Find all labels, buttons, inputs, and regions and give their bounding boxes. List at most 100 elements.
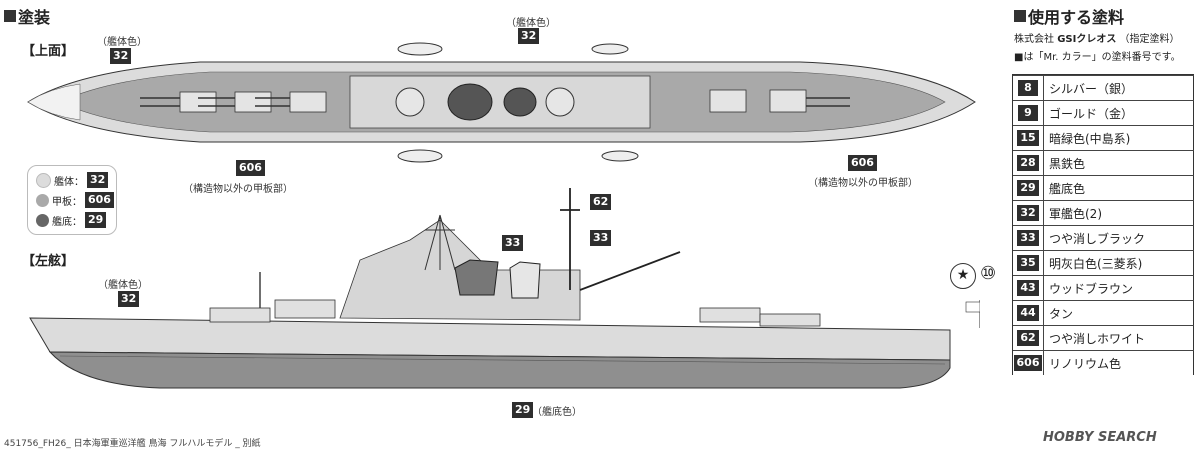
paint-name: 黒鉄色 [1049,156,1086,171]
top-deck-left-code: 606 [236,160,265,176]
paint-number: 44 [1017,305,1039,321]
side-bottom-callout-code: 29 [512,402,534,418]
paint-subnote: ■は「Mr. カラー」の塗料番号です。 [1014,52,1181,63]
paint-number-cell: 44 [1013,305,1043,321]
paint-number: 33 [1017,230,1039,246]
paint-row: 606 リノリウム色 [1013,350,1194,375]
paint-row-divider [1043,151,1044,175]
paint-number: 62 [1017,330,1039,346]
paint-name: つや消しホワイト [1049,331,1146,346]
maker-brand: GSIクレオス [1057,34,1117,45]
legend-row-bottom: 艦底： 29 [36,212,107,228]
hull-swatch-icon [36,172,51,188]
paint-number-cell: 43 [1013,280,1043,296]
paint-panel-title: 使用する塗料 [1014,4,1124,28]
paint-row-divider [1043,226,1044,250]
bottom-swatch-icon [36,213,49,227]
paint-row-divider [1043,201,1044,225]
top-deck-right-code: 606 [848,155,877,171]
top-center-callout-code: 32 [518,28,540,44]
paint-number-cell: 9 [1013,105,1043,121]
paint-number-cell: 8 [1013,80,1043,96]
legend-hull-code: 32 [87,172,109,188]
paint-number-cell: 29 [1013,180,1043,196]
legend-bottom-label: 艦底： [52,216,82,228]
side-view-label: 【左舷】 [22,254,75,269]
side-mast-callout-code-1: 62 [590,194,612,210]
paint-number: 35 [1017,255,1039,271]
paint-number-cell: 33 [1013,230,1043,246]
watermark-text: HOBBY SEARCH [1043,430,1157,445]
paint-name: 暗緑色(中島系) [1049,131,1131,146]
side-hull-callout-code: 32 [118,291,140,307]
paint-row-divider [1043,101,1044,125]
paint-number-cell: 62 [1013,330,1043,346]
legend-bottom-code: 29 [85,212,107,228]
watermark-logo: HOBBY SEARCH [1043,430,1157,445]
star-emblem-icon: ★ [950,263,976,289]
paint-number-cell: 35 [1013,255,1043,271]
footer-text: 451756_FH26_ 日本海軍重巡洋艦 鳥海 フルハルモデル _ 別紙 [4,439,261,449]
paint-number: 9 [1018,105,1038,121]
paint-name: シルバー（銀） [1049,81,1134,96]
paint-name: 軍艦色(2) [1049,206,1102,221]
section-title-text: 塗装 [18,8,51,27]
paint-number: 15 [1017,130,1039,146]
paint-row-divider [1043,326,1044,350]
legend-row-deck: 甲板： 606 [36,192,114,208]
top-deck-left-note: （構造物以外の甲板部） [183,184,293,195]
ship-side-view [29,188,980,389]
paint-number: 32 [1017,205,1039,221]
paint-name: ゴールド（金） [1049,106,1134,121]
paint-row-divider [1043,76,1044,100]
paint-row-divider [1043,176,1044,200]
side-mast-callout-code-2: 33 [590,230,612,246]
paint-row: 15 暗緑色(中島系) [1013,125,1194,150]
paint-row: 32 軍艦色(2) [1013,200,1194,225]
legend-row-hull: 艦体： 32 [36,172,109,188]
paint-row-divider [1043,301,1044,325]
panel-title-square-icon [1014,10,1026,22]
paint-number-cell: 15 [1013,130,1043,146]
title-square-icon [4,10,16,22]
paint-row: 8 シルバー（銀） [1013,75,1194,100]
paint-number: 43 [1017,280,1039,296]
maker-prefix: 株式会社 [1014,34,1054,45]
top-center-callout-note: （艦体色） [506,18,556,29]
circled-number-label: ⑩ [980,263,997,284]
paint-name: ウッドブラウン [1049,281,1134,296]
side-funnel-callout-code: 33 [502,235,524,251]
deck-swatch-icon [36,193,49,207]
paint-number: 29 [1017,180,1039,196]
paint-row: 28 黒鉄色 [1013,150,1194,175]
top-view-label: 【上面】 [22,44,75,59]
maker-line: 株式会社 GSIクレオス （指定塗料） [1014,30,1180,45]
top-deck-right-note: （構造物以外の甲板部） [808,178,918,189]
paint-name: つや消しブラック [1049,231,1146,246]
side-hull-callout-note: （艦体色） [98,280,148,291]
paint-row-divider [1043,351,1044,375]
legend-deck-code: 606 [85,192,114,208]
paint-row-divider [1043,276,1044,300]
legend-deck-label: 甲板： [52,196,82,208]
paint-row: 9 ゴールド（金） [1013,100,1194,125]
legend-hull-label: 艦体： [54,176,84,188]
top-left-callout-code: 32 [110,48,132,64]
paint-number: 28 [1017,155,1039,171]
paint-name: リノリウム色 [1049,356,1122,371]
section-title-painting: 塗装 [4,4,50,28]
paint-list-panel: 使用する塗料 株式会社 GSIクレオス （指定塗料） ■は「Mr. カラー」の塗… [1012,2,1198,432]
maker-suffix: （指定塗料） [1119,34,1180,45]
color-legend: 艦体： 32 甲板： 606 艦底： 29 [27,165,117,235]
paint-row-divider [1043,251,1044,275]
paint-row: 43 ウッドブラウン [1013,275,1194,300]
paint-number: 606 [1013,355,1043,371]
paint-row-divider [1043,126,1044,150]
paint-row: 62 つや消しホワイト [1013,325,1194,350]
ship-top-view [27,42,976,163]
paint-number-cell: 28 [1013,155,1043,171]
